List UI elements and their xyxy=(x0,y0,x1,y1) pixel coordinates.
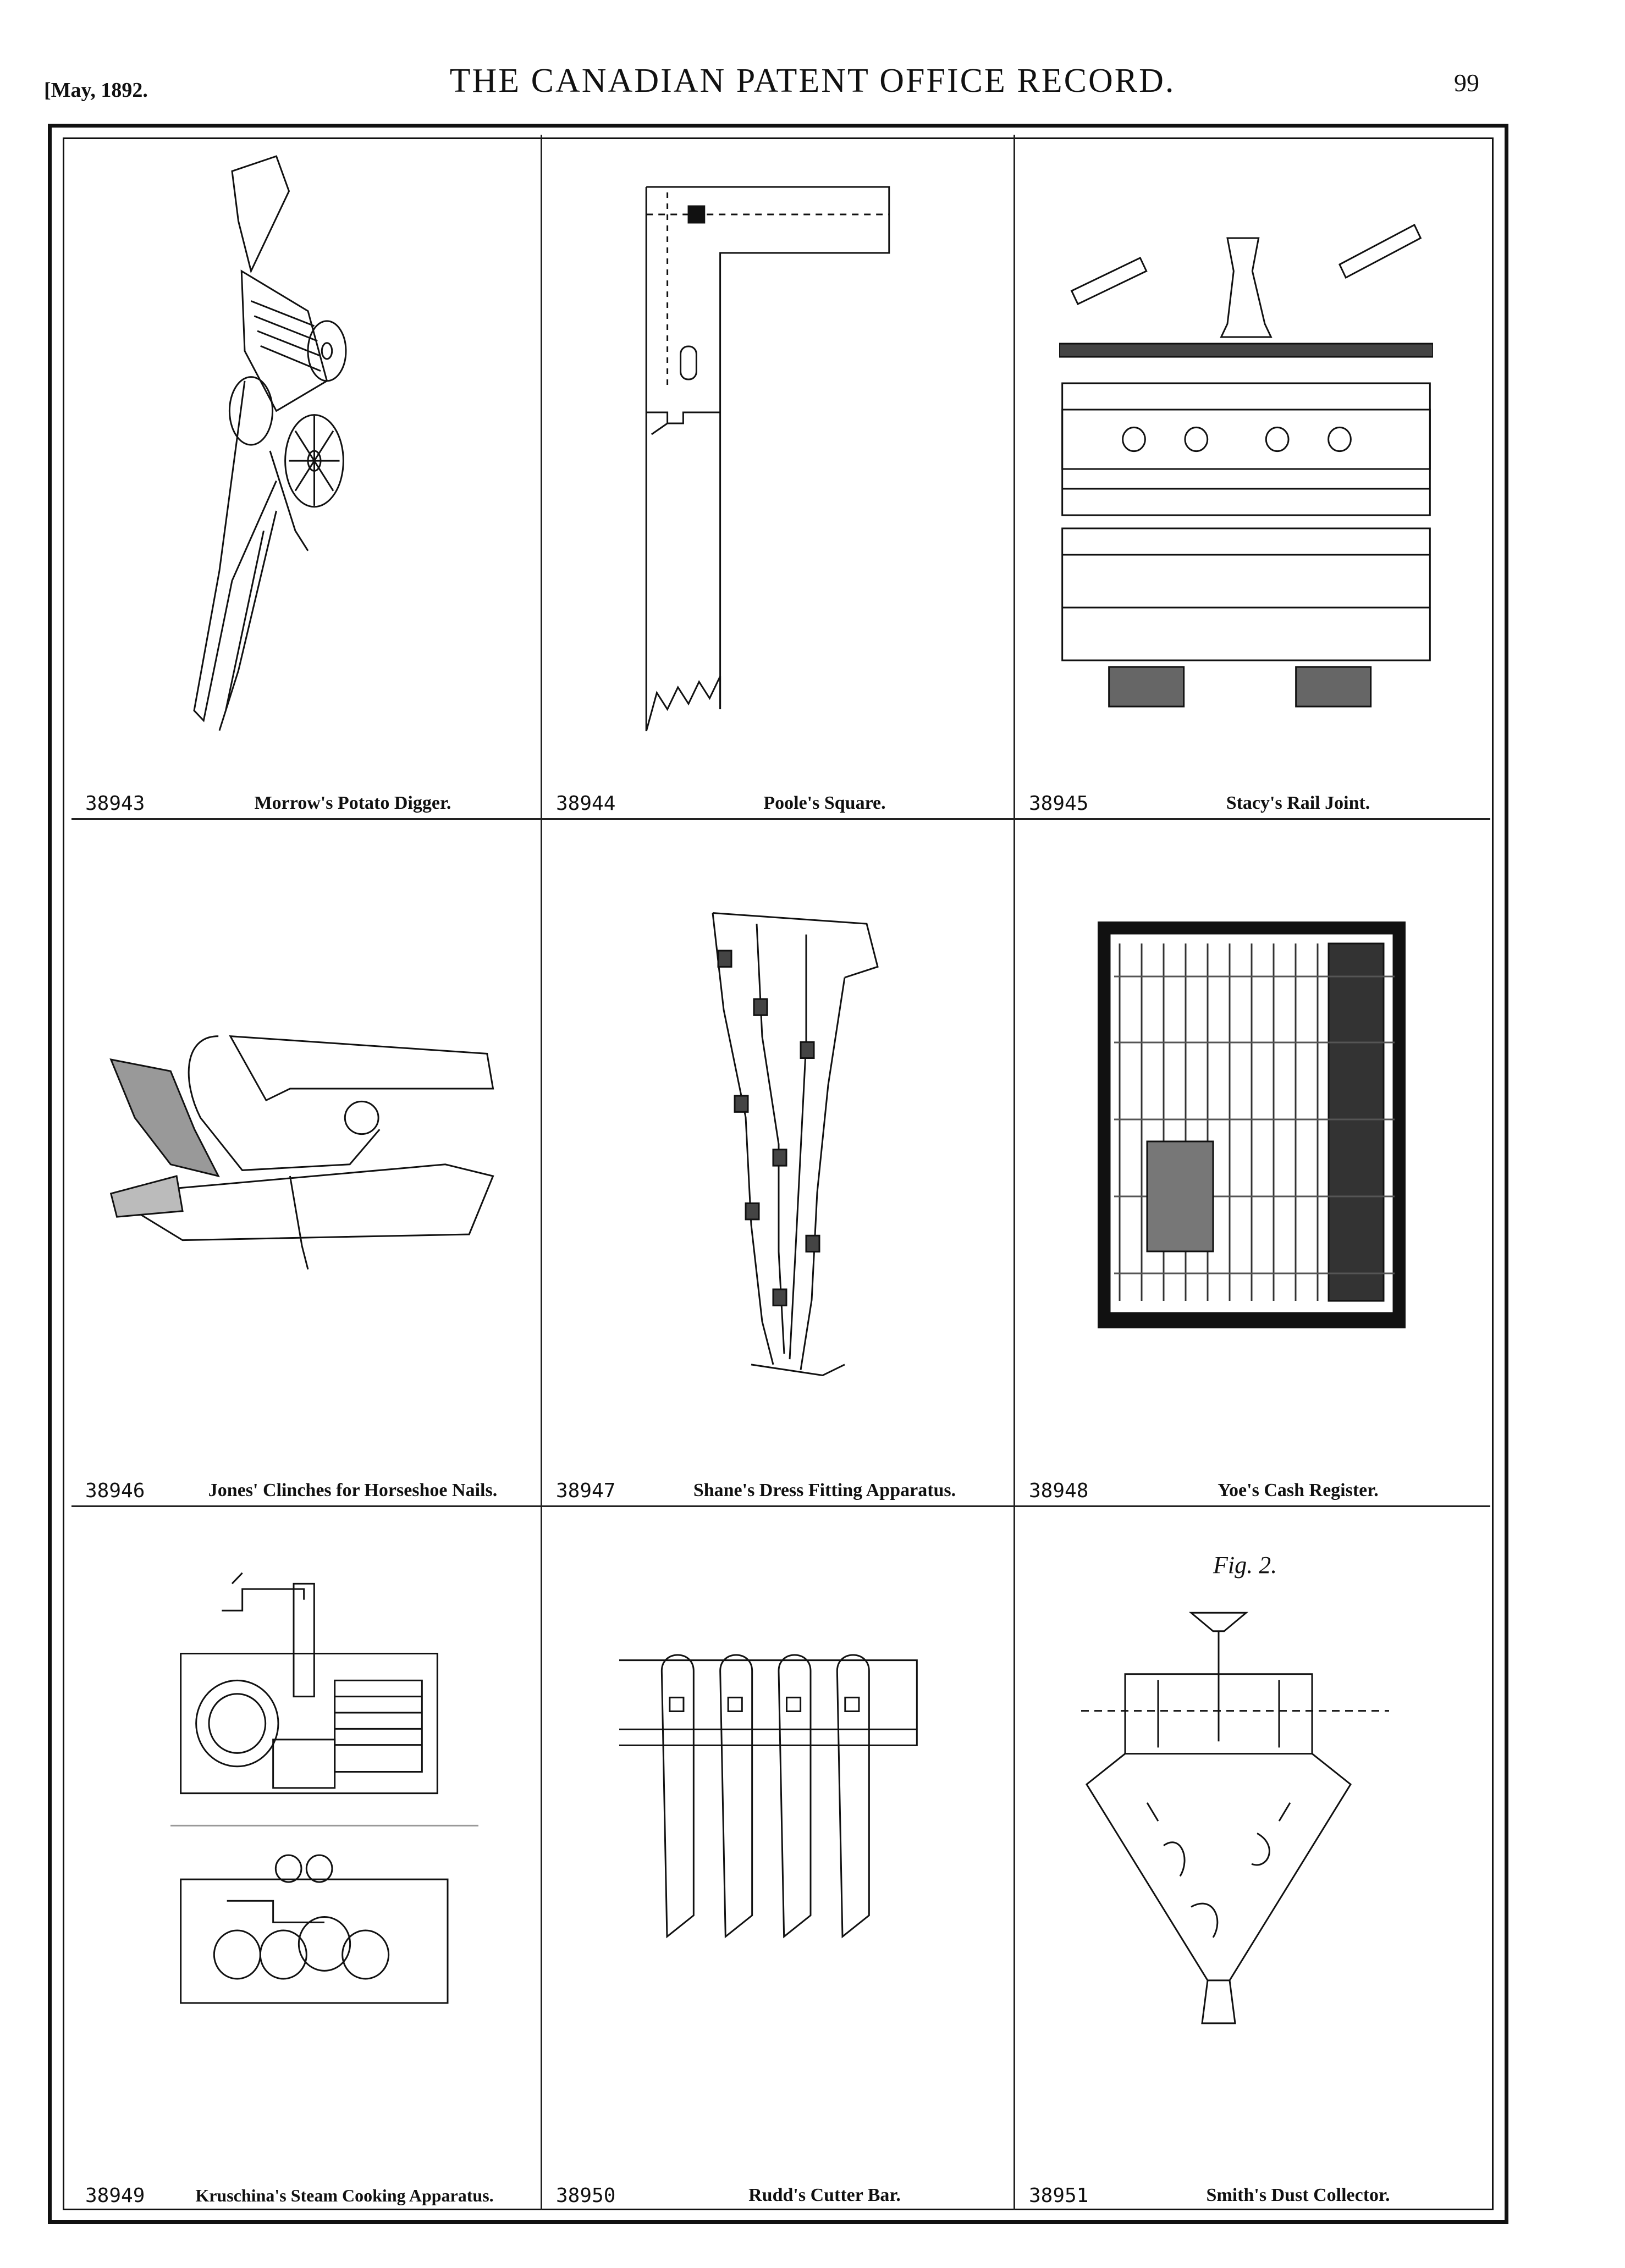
horseshoe-clinch-drawing xyxy=(99,1001,517,1293)
column-divider-1 xyxy=(541,135,542,2210)
caption-rule xyxy=(71,818,1490,820)
patent-number: 38943 xyxy=(85,792,145,815)
patent-cell: 38947 Shane's Dress Fitting Apparatus. xyxy=(542,820,1013,1505)
page-header: [May, 1892. THE CANADIAN PATENT OFFICE R… xyxy=(0,62,1625,106)
cutter-bar-drawing xyxy=(619,1639,938,1958)
patent-title: Smith's Dust Collector. xyxy=(1206,2185,1390,2205)
patent-caption: 38943 Morrow's Potato Digger. xyxy=(71,790,541,818)
patent-title: Poole's Square. xyxy=(763,793,886,813)
patent-caption: 38950 Rudd's Cutter Bar. xyxy=(542,2182,1013,2210)
patent-caption: 38946 Jones' Clinches for Horseshoe Nail… xyxy=(71,1477,541,1505)
patent-cell: 38946 Jones' Clinches for Horseshoe Nail… xyxy=(71,820,541,1505)
patent-number: 38949 xyxy=(85,2184,145,2207)
row-divider-2 xyxy=(71,1505,1490,1507)
patent-number: 38948 xyxy=(1029,1480,1089,1502)
figure-label: Fig. 2. xyxy=(1213,1552,1277,1579)
patent-cell: Fig. 2. 38951 Smith's Dust Collector. xyxy=(1015,1507,1488,2210)
potato-digger-drawing xyxy=(181,151,434,751)
patent-caption: 38944 Poole's Square. xyxy=(542,790,1013,818)
patent-number: 38950 xyxy=(556,2184,616,2207)
patent-caption: 38948 Yoe's Cash Register. xyxy=(1015,1477,1488,1505)
patent-number: 38945 xyxy=(1029,792,1089,815)
plate-frame xyxy=(48,124,1508,2224)
patent-title: Jones' Clinches for Horseshoe Nails. xyxy=(208,1480,498,1500)
patent-title: Morrow's Potato Digger. xyxy=(254,793,451,813)
patent-number: 38951 xyxy=(1029,2184,1089,2207)
issue-date: [May, 1892. xyxy=(44,79,148,102)
patent-caption: 38947 Shane's Dress Fitting Apparatus. xyxy=(542,1477,1013,1505)
patent-caption: 38949 Kruschina's Steam Cooking Apparatu… xyxy=(71,2182,541,2210)
patent-cell: 38944 Poole's Square. xyxy=(542,135,1013,818)
square-drawing xyxy=(636,181,900,731)
plate-inner-border xyxy=(63,137,1494,2210)
rail-joint-drawing xyxy=(1059,212,1433,740)
page-number: 99 xyxy=(1454,69,1479,97)
patent-title: Yoe's Cash Register. xyxy=(1218,1480,1379,1500)
patent-cell: 38945 Stacy's Rail Joint. xyxy=(1015,135,1488,818)
patent-title: Shane's Dress Fitting Apparatus. xyxy=(693,1480,956,1500)
patent-cell: 38943 Morrow's Potato Digger. xyxy=(71,135,541,818)
patent-cell: 38949 Kruschina's Steam Cooking Apparatu… xyxy=(71,1507,541,2210)
patent-number: 38946 xyxy=(85,1480,145,1502)
patent-title: Stacy's Rail Joint. xyxy=(1226,793,1370,813)
dust-collector-drawing xyxy=(1081,1601,1411,2029)
patent-number: 38944 xyxy=(556,792,616,815)
journal-title: THE CANADIAN PATENT OFFICE RECORD. xyxy=(449,62,1176,100)
dress-fitting-drawing xyxy=(680,902,900,1386)
cash-register-drawing xyxy=(1098,921,1406,1328)
patent-caption: 38945 Stacy's Rail Joint. xyxy=(1015,790,1488,818)
patent-title: Rudd's Cutter Bar. xyxy=(748,2185,901,2205)
patent-cell: 38948 Yoe's Cash Register. xyxy=(1015,820,1488,1505)
patent-cell: 38950 Rudd's Cutter Bar. xyxy=(542,1507,1013,2210)
column-divider-2 xyxy=(1013,135,1015,2210)
patent-number: 38947 xyxy=(556,1480,616,1502)
steam-cooking-drawing xyxy=(170,1568,478,2051)
patent-title: Kruschina's Steam Cooking Apparatus. xyxy=(195,2186,494,2205)
patent-caption: 38951 Smith's Dust Collector. xyxy=(1015,2182,1488,2210)
